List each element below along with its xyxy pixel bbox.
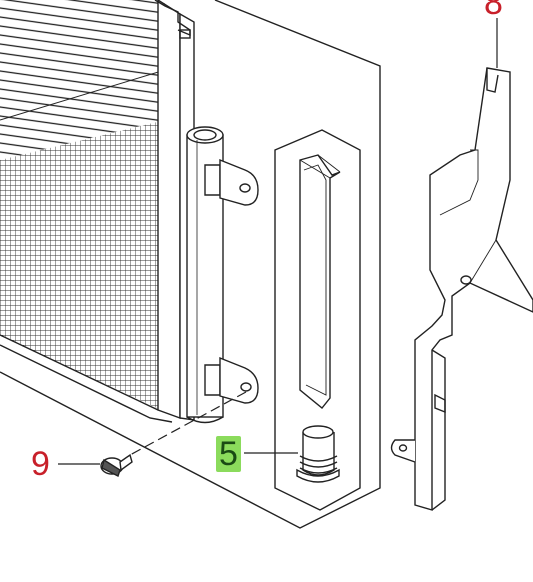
leader-lines <box>58 18 498 465</box>
desiccant-bag <box>299 154 341 409</box>
assembly-line <box>129 391 247 456</box>
drain-plug <box>296 425 340 483</box>
desiccant-kit-outline <box>274 129 361 511</box>
callout-part-8[interactable]: 8 <box>484 0 503 22</box>
lower-bracket <box>204 356 259 404</box>
upper-bracket <box>204 158 259 206</box>
bolt <box>100 453 133 477</box>
condenser-core <box>0 0 165 412</box>
side-bracket <box>390 67 533 511</box>
panel-outline <box>0 0 381 529</box>
callout-part-5[interactable]: 5 <box>216 436 241 472</box>
callout-part-9[interactable]: 9 <box>31 445 50 483</box>
